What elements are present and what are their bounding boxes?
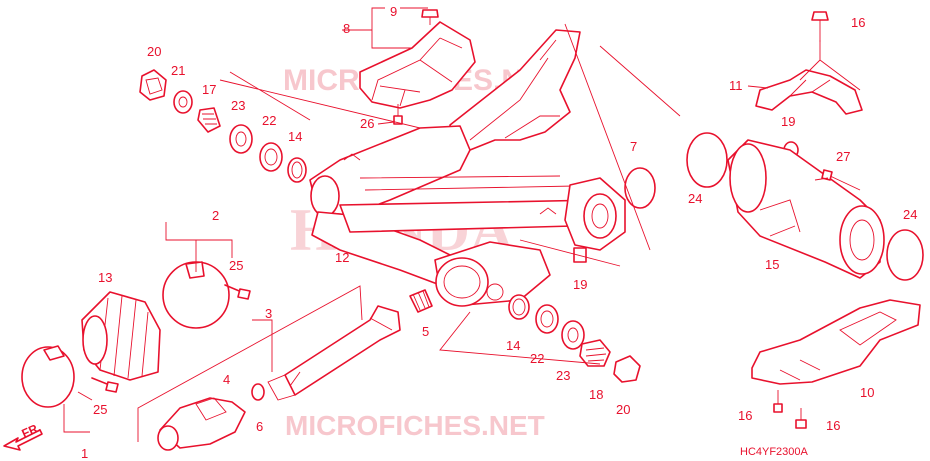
part-24b-o-ring[interactable] (886, 229, 924, 281)
part-labels: 1 2 3 4 5 6 7 8 9 10 11 12 13 14 14 15 1… (81, 4, 917, 461)
part-6-clip[interactable] (251, 383, 265, 401)
label-17[interactable]: 17 (202, 82, 216, 97)
part-16b-bolt[interactable] (773, 390, 783, 413)
part-22b-bearing[interactable] (535, 304, 559, 334)
label-4[interactable]: 4 (223, 372, 230, 387)
label-23b[interactable]: 23 (556, 368, 570, 383)
front-arrow-label: FR. (20, 420, 43, 441)
part-5-spring[interactable] (409, 289, 433, 313)
label-25b[interactable]: 25 (229, 258, 243, 273)
label-24a[interactable]: 24 (688, 191, 702, 206)
label-10[interactable]: 10 (860, 385, 874, 400)
part-20a-cap[interactable] (139, 69, 167, 101)
label-20a[interactable]: 20 (147, 44, 161, 59)
part-16c-bolt[interactable] (795, 408, 807, 429)
label-1[interactable]: 1 (81, 446, 88, 461)
part-15-housing[interactable] (727, 139, 885, 279)
part-17-pivot-bolt[interactable] (197, 107, 221, 133)
label-16c[interactable]: 16 (826, 418, 840, 433)
label-26[interactable]: 26 (360, 116, 374, 131)
label-19b[interactable]: 19 (573, 277, 587, 292)
part-22a-bearing[interactable] (259, 142, 283, 172)
label-24b[interactable]: 24 (903, 207, 917, 222)
part-14b-ring[interactable] (508, 294, 530, 320)
part-27-bolt[interactable] (821, 169, 861, 191)
part-9-cap[interactable] (421, 9, 439, 25)
label-22b[interactable]: 22 (530, 351, 544, 366)
label-19a[interactable]: 19 (781, 114, 795, 129)
label-25a[interactable]: 25 (93, 402, 107, 417)
front-arrow: FR. (3, 420, 43, 451)
label-20b[interactable]: 20 (616, 402, 630, 417)
part-25a-screw[interactable] (91, 377, 119, 393)
part-20b-cap[interactable] (613, 355, 641, 383)
part-3-shaft[interactable] (267, 305, 401, 401)
label-5[interactable]: 5 (422, 324, 429, 339)
label-8[interactable]: 8 (343, 21, 350, 36)
part-18-bolt[interactable] (579, 339, 611, 367)
diagram-code: HC4YF2300A (740, 446, 809, 458)
watermark-bottom: MICROFICHES.NET (285, 410, 545, 441)
label-16a[interactable]: 16 (851, 15, 865, 30)
label-13[interactable]: 13 (98, 270, 112, 285)
label-18[interactable]: 18 (589, 387, 603, 402)
part-7-o-ring[interactable] (624, 167, 656, 209)
part-8-bracket[interactable] (359, 21, 476, 109)
label-23a[interactable]: 23 (231, 98, 245, 113)
part-1-band[interactable] (21, 345, 75, 408)
part-23a-seal[interactable] (229, 124, 253, 154)
part-25b-screw[interactable] (224, 284, 251, 300)
part-13-boot[interactable] (81, 291, 161, 381)
part-4-joint[interactable] (157, 397, 246, 451)
label-14a[interactable]: 14 (288, 129, 302, 144)
label-11[interactable]: 11 (729, 78, 743, 93)
label-16b[interactable]: 16 (738, 408, 752, 423)
label-21[interactable]: 21 (171, 63, 185, 78)
label-2[interactable]: 2 (212, 208, 219, 223)
label-22a[interactable]: 22 (262, 113, 276, 128)
part-10-guard[interactable] (751, 299, 921, 385)
label-12[interactable]: 12 (335, 250, 349, 265)
label-6[interactable]: 6 (256, 419, 263, 434)
part-12-swingarm[interactable] (309, 29, 626, 307)
label-27[interactable]: 27 (836, 149, 850, 164)
label-14b[interactable]: 14 (506, 338, 520, 353)
label-9[interactable]: 9 (390, 4, 397, 19)
part-23b-seal[interactable] (561, 320, 585, 350)
leader-lines (63, 7, 861, 442)
label-3[interactable]: 3 (265, 306, 272, 321)
label-7[interactable]: 7 (630, 139, 637, 154)
part-11-bracket[interactable] (755, 69, 863, 115)
part-24a-o-ring[interactable] (686, 132, 728, 188)
part-19b-nut[interactable] (573, 247, 587, 263)
part-14a-ring[interactable] (287, 157, 307, 183)
label-15[interactable]: 15 (765, 257, 779, 272)
part-21-nut[interactable] (173, 90, 193, 114)
part-16a-bolt[interactable] (811, 11, 829, 42)
